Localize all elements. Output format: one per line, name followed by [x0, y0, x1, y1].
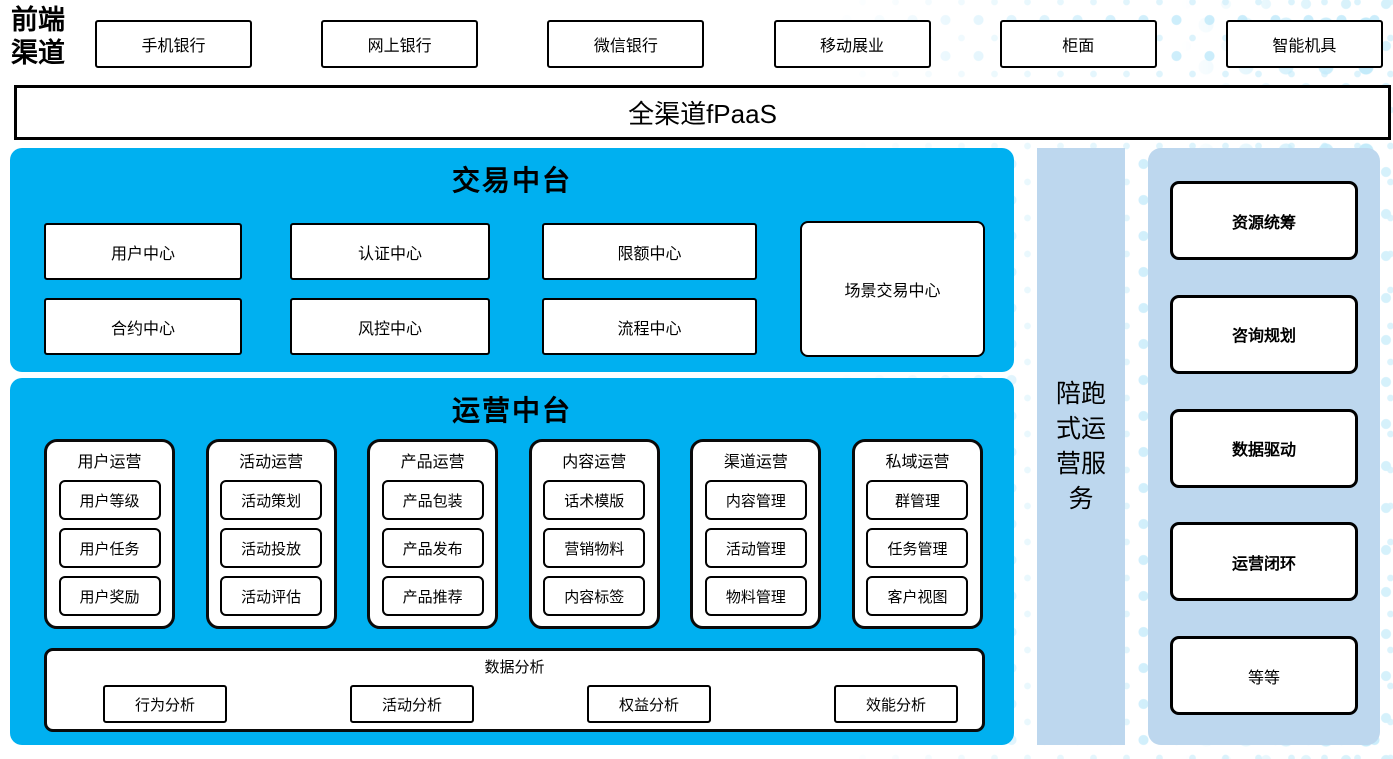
- operation-column-title: 私域运营: [885, 454, 950, 471]
- scenario-transaction-center-box: 场景交易中心: [800, 221, 985, 357]
- operation-item-box: 用户任务: [58, 528, 161, 568]
- center-box-auth: 认证中心: [290, 223, 490, 280]
- channel-box-online-banking: 网上银行: [321, 20, 479, 68]
- operation-column-title: 内容运营: [562, 454, 627, 471]
- operation-item-box: 任务管理: [866, 528, 969, 568]
- operation-item-box: 用户等级: [58, 480, 161, 520]
- center-box-risk: 风控中心: [290, 298, 490, 355]
- side-service-bar: 陪跑式运营服务: [1037, 148, 1125, 745]
- operation-item-box: 内容管理: [704, 480, 807, 520]
- center-box-limit: 限额中心: [542, 223, 757, 280]
- channel-box-wechat-banking: 微信银行: [547, 20, 705, 68]
- operation-column-title: 活动运营: [239, 454, 304, 471]
- analysis-item-activity: 活动分析: [350, 685, 474, 723]
- analysis-item-behavior: 行为分析: [103, 685, 227, 723]
- service-box-resource-planning: 资源统筹: [1170, 181, 1358, 260]
- operation-item-box: 活动策划: [220, 480, 323, 520]
- channel-box-mobile-banking: 手机银行: [95, 20, 252, 68]
- operation-column-private-domain: 私域运营 群管理 任务管理 客户视图: [851, 439, 983, 629]
- operation-platform-title: 运营中台: [451, 395, 572, 426]
- operation-item-box: 用户奖励: [58, 576, 161, 616]
- operation-columns-row: 用户运营 用户等级 用户任务 用户奖励 活动运营 活动策划 活动投放 活动评估 …: [44, 439, 983, 629]
- operation-item-box: 活动投放: [220, 528, 323, 568]
- operation-platform-section: 运营中台 用户运营 用户等级 用户任务 用户奖励 活动运营 活动策划 活动投放 …: [10, 378, 1014, 745]
- operation-item-box: 客户视图: [866, 576, 969, 616]
- service-box-operation-loop: 运营闭环: [1170, 522, 1358, 602]
- service-column: 资源统筹 咨询规划 数据驱动 运营闭环 等等: [1148, 148, 1380, 745]
- service-box-consulting-planning: 咨询规划: [1170, 294, 1358, 374]
- operation-item-box: 活动评估: [220, 576, 323, 616]
- operation-item-box: 群管理: [866, 480, 969, 520]
- operation-item-box: 话术模版: [543, 480, 646, 520]
- transaction-platform-title: 交易中台: [451, 165, 572, 196]
- channel-box-counter: 柜面: [999, 20, 1157, 68]
- transaction-platform-section: 交易中台 用户中心 认证中心 限额中心 合约中心 风控中心 流程中心 场景交易中…: [10, 148, 1014, 372]
- fpaas-bar: 全渠道fPaaS: [14, 85, 1391, 140]
- service-box-data-driven: 数据驱动: [1170, 408, 1358, 488]
- operation-item-box: 内容标签: [543, 576, 646, 616]
- center-box-contract: 合约中心: [44, 298, 242, 355]
- data-analysis-box: 数据分析 行为分析 活动分析 权益分析 效能分析: [44, 648, 985, 732]
- operation-column-product: 产品运营 产品包装 产品发布 产品推荐: [367, 439, 499, 629]
- service-box-etc: 等等: [1170, 636, 1358, 715]
- center-box-user: 用户中心: [44, 223, 242, 280]
- operation-column-title: 用户运营: [77, 454, 142, 471]
- channel-box-smart-machines: 智能机具: [1225, 20, 1383, 68]
- operation-item-box: 活动管理: [704, 528, 807, 568]
- frontend-channel-row: 手机银行 网上银行 微信银行 移动展业 柜面 智能机具: [95, 20, 1383, 68]
- data-analysis-title: 数据分析: [484, 659, 545, 676]
- operation-column-content: 内容运营 话术模版 营销物料 内容标签: [528, 439, 660, 629]
- channel-box-mobile-outreach: 移动展业: [773, 20, 931, 68]
- analysis-item-rights: 权益分析: [587, 685, 711, 723]
- side-service-label: 陪跑式运营服务: [1055, 379, 1106, 513]
- frontend-channels-label: 前端渠道: [11, 5, 65, 68]
- operation-column-title: 产品运营: [400, 454, 465, 471]
- analysis-item-efficiency: 效能分析: [834, 685, 958, 723]
- operation-item-box: 产品推荐: [381, 576, 484, 616]
- operation-item-box: 营销物料: [543, 528, 646, 568]
- operation-item-box: 产品发布: [381, 528, 484, 568]
- operation-item-box: 物料管理: [704, 576, 807, 616]
- operation-item-box: 产品包装: [381, 480, 484, 520]
- operation-column-channel: 渠道运营 内容管理 活动管理 物料管理: [690, 439, 822, 629]
- operation-column-user: 用户运营 用户等级 用户任务 用户奖励: [44, 439, 175, 629]
- operation-column-title: 渠道运营: [723, 454, 788, 471]
- operation-column-activity: 活动运营 活动策划 活动投放 活动评估: [205, 439, 337, 629]
- center-box-process: 流程中心: [542, 298, 757, 355]
